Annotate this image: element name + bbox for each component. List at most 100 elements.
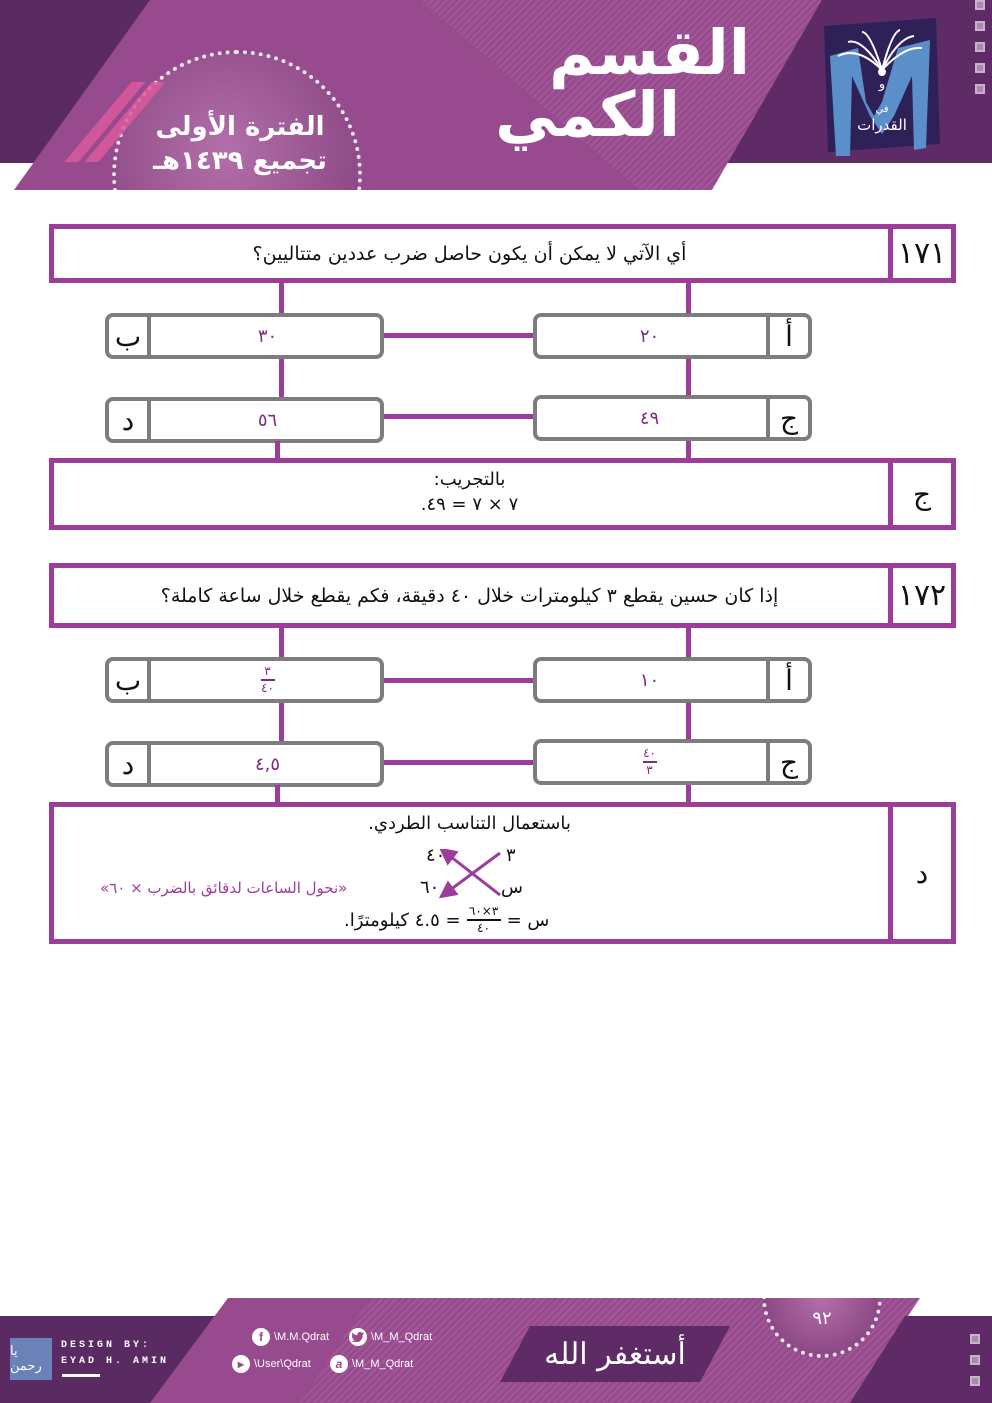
option-a[interactable]: أ ٢٠ bbox=[533, 313, 812, 359]
option-value: ٢٠ bbox=[639, 325, 660, 347]
option-a[interactable]: أ ١٠ bbox=[533, 657, 812, 703]
answer-letter: ج bbox=[888, 463, 951, 525]
ratio-bottom-left: ٦٠ bbox=[420, 877, 440, 898]
option-letter: أ bbox=[766, 317, 808, 355]
explanation-line-2: ٧ × ٧ = ٤٩. bbox=[420, 494, 519, 515]
option-b[interactable]: ب ٣٠ bbox=[105, 313, 384, 359]
book-logo-icon: القدرات و في bbox=[824, 18, 940, 156]
social-handle: \M.M.Qdrat bbox=[274, 1331, 330, 1343]
social-facebook[interactable]: f \M.M.Qdrat bbox=[252, 1328, 329, 1346]
connector bbox=[275, 785, 280, 805]
option-letter: د bbox=[109, 401, 151, 439]
section-title: القسم الكمي bbox=[400, 22, 750, 146]
ask-icon: a bbox=[330, 1355, 348, 1373]
answer-explanation: بالتجريب: ٧ × ٧ = ٤٩. bbox=[54, 463, 885, 525]
connector bbox=[686, 441, 691, 461]
connector bbox=[279, 359, 284, 397]
cross-arrows-icon bbox=[438, 849, 501, 899]
social-handle: \M_M_Qdrat bbox=[371, 1331, 433, 1343]
period-subtitle: الفترة الأولى تجميع ١٤٣٩هـ bbox=[140, 110, 340, 178]
option-letter: أ bbox=[766, 661, 808, 699]
denominator: ٤٠ bbox=[477, 921, 491, 935]
option-value: ٣ ٤٠ bbox=[155, 661, 380, 699]
option-value: ٤,٥ bbox=[254, 753, 281, 775]
option-letter: ب bbox=[109, 317, 151, 355]
question-171-box: أي الآتي لا يمكن أن يكون حاصل ضرب عددين … bbox=[49, 224, 956, 283]
header-square-dots bbox=[975, 0, 987, 105]
connector bbox=[686, 283, 691, 315]
designer-credit: DESIGN BY: EYAD H. AMIN bbox=[61, 1338, 169, 1370]
svg-text:و: و bbox=[878, 77, 885, 92]
option-b[interactable]: ب ٣ ٤٠ bbox=[105, 657, 384, 703]
subtitle-line-2: تجميع ١٤٣٩هـ bbox=[153, 146, 327, 176]
conversion-note: «نحول الساعات لدقائق بالضرب × ٦٠» bbox=[100, 879, 348, 897]
equation-lhs: س = bbox=[506, 909, 550, 931]
social-handle: \User\Qdrat bbox=[254, 1358, 311, 1370]
connector bbox=[275, 441, 280, 461]
connector bbox=[279, 628, 284, 659]
answer-explanation: باستعمال التناسب الطردي. ٤٠ ٣ ٦٠ س «نحول… bbox=[54, 807, 885, 939]
svg-text:القدرات: القدرات bbox=[857, 116, 907, 134]
option-letter: د bbox=[109, 745, 151, 783]
connector bbox=[384, 760, 533, 765]
connector bbox=[279, 283, 284, 315]
option-d[interactable]: د ٤,٥ bbox=[105, 741, 384, 787]
connector bbox=[686, 359, 691, 397]
svg-text:في: في bbox=[875, 104, 888, 115]
option-letter: ج bbox=[766, 399, 808, 437]
connector bbox=[279, 703, 284, 741]
equation-rhs: = ٤.٥ كيلومترًا. bbox=[344, 909, 461, 931]
subtitle-line-1: الفترة الأولى bbox=[155, 112, 325, 142]
page-number: ٩٢ bbox=[812, 1308, 832, 1329]
answer-letter: د bbox=[888, 807, 951, 939]
question-number: ١٧٢ bbox=[888, 568, 951, 623]
header-pink-bars bbox=[64, 82, 166, 162]
twitter-icon bbox=[349, 1328, 367, 1346]
ratio-bottom-right: س bbox=[501, 877, 523, 898]
page-header: الفترة الأولى تجميع ١٤٣٩هـ القسم الكمي ا… bbox=[0, 0, 992, 190]
numerator: ٣ bbox=[264, 664, 271, 678]
question-number: ١٧١ bbox=[888, 229, 951, 278]
question-172-box: إذا كان حسين يقطع ٣ كيلومترات خلال ٤٠ دق… bbox=[49, 563, 956, 628]
designer-logo: يا رحمن bbox=[10, 1338, 52, 1380]
page-footer: يا رحمن DESIGN BY: EYAD H. AMIN f \M.M.Q… bbox=[0, 1298, 992, 1403]
credit-underline bbox=[62, 1374, 100, 1377]
numerator: ٤٠ bbox=[643, 746, 656, 760]
option-value: ٤٩ bbox=[639, 407, 660, 429]
dua-banner bbox=[500, 1326, 730, 1382]
denominator: ٣ bbox=[646, 763, 653, 777]
option-c[interactable]: ج ٤٠ ٣ bbox=[533, 739, 812, 785]
social-ask[interactable]: a \M_M_Qdrat bbox=[330, 1355, 413, 1373]
option-value: ١٠ bbox=[639, 669, 660, 691]
explanation-line-1: بالتجريب: bbox=[433, 469, 506, 490]
answer-171-box: بالتجريب: ٧ × ٧ = ٤٩. ج bbox=[49, 458, 956, 530]
title-line-2: الكمي bbox=[495, 78, 680, 151]
numerator: ٣×٦٠ bbox=[468, 904, 499, 918]
dua-calligraphy: أستغفر الله bbox=[544, 1336, 686, 1372]
answer-172-box: باستعمال التناسب الطردي. ٤٠ ٣ ٦٠ س «نحول… bbox=[49, 802, 956, 944]
denominator: ٤٠ bbox=[261, 681, 274, 695]
option-c[interactable]: ج ٤٩ bbox=[533, 395, 812, 441]
option-d[interactable]: د ٥٦ bbox=[105, 397, 384, 443]
connector bbox=[384, 333, 533, 338]
option-letter: ج bbox=[766, 743, 808, 781]
connector bbox=[686, 703, 691, 741]
question-text: أي الآتي لا يمكن أن يكون حاصل ضرب عددين … bbox=[252, 242, 687, 265]
final-equation: س = ٣×٦٠ ٤٠ = ٤.٥ كيلومترًا. bbox=[344, 905, 549, 935]
option-value: ٤٠ ٣ bbox=[537, 743, 762, 781]
design-by-label: DESIGN BY: bbox=[61, 1340, 152, 1351]
social-youtube[interactable]: ▶ \User\Qdrat bbox=[232, 1355, 311, 1373]
designer-name: EYAD H. AMIN bbox=[61, 1356, 170, 1367]
social-twitter[interactable]: \M_M_Qdrat bbox=[349, 1328, 432, 1346]
fraction: ٤٠ ٣ bbox=[642, 746, 657, 777]
connector bbox=[686, 785, 691, 805]
social-handle: \M_M_Qdrat bbox=[352, 1358, 414, 1370]
equation-fraction: ٣×٦٠ ٤٠ bbox=[466, 904, 501, 935]
facebook-icon: f bbox=[252, 1328, 270, 1346]
youtube-icon: ▶ bbox=[232, 1355, 250, 1373]
fraction: ٣ ٤٠ bbox=[260, 664, 275, 695]
cross-multiplication: ٤٠ ٣ ٦٠ س «نحول الساعات لدقائق بالضرب × … bbox=[54, 841, 885, 901]
connector bbox=[686, 628, 691, 659]
explanation-line-1: باستعمال التناسب الطردي. bbox=[368, 813, 571, 834]
footer-square-dots bbox=[970, 1334, 982, 1397]
